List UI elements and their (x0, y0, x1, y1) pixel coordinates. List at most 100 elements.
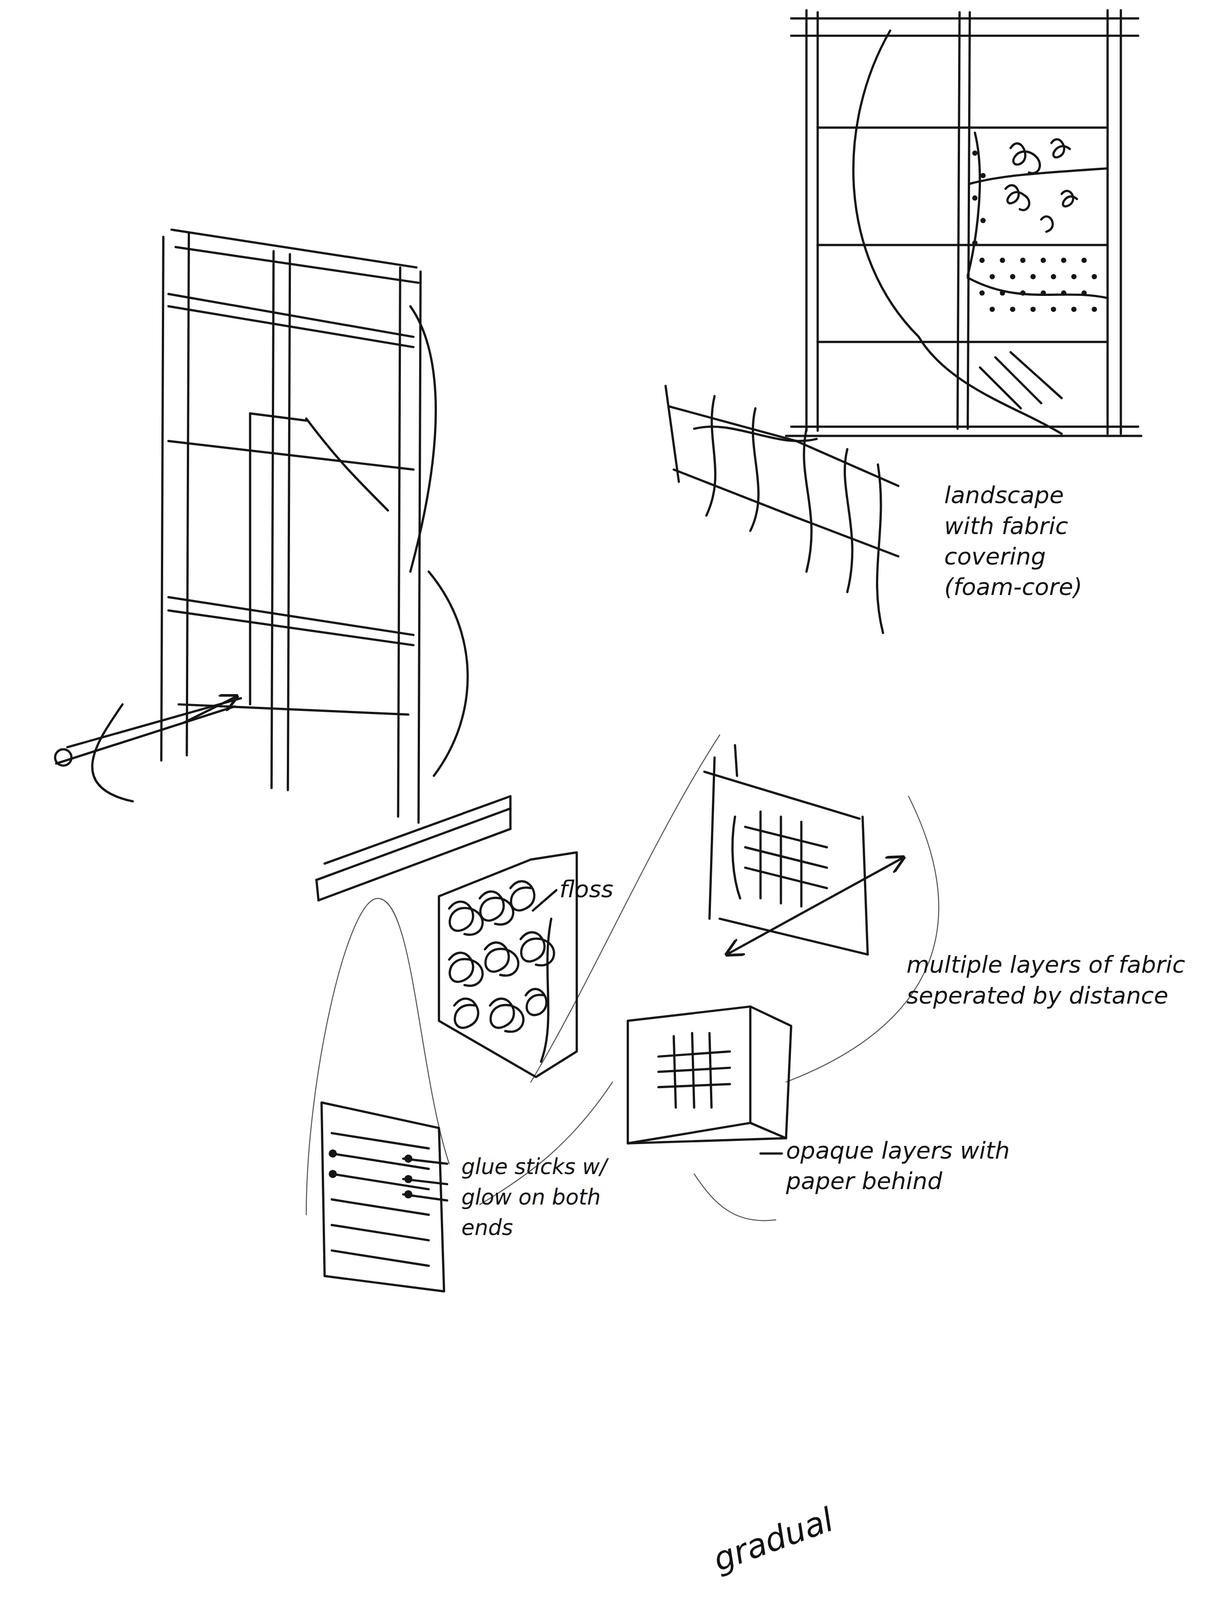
floss-panel (439, 852, 577, 1077)
frame-screen (250, 413, 307, 421)
pattern-dot (1091, 306, 1098, 313)
fabric-sketch (750, 408, 759, 531)
landscape-frame (816, 12, 819, 431)
pattern-dot (979, 257, 985, 264)
pattern-dot (972, 240, 978, 246)
opaque-box (709, 1033, 712, 1108)
frame-screen (168, 610, 414, 645)
frame-screen (418, 271, 421, 823)
landscape-frame (785, 434, 1142, 437)
landscape-frame (980, 367, 1021, 409)
pattern-dot (1010, 274, 1016, 280)
landscape-frame (805, 10, 808, 431)
opaque-box (658, 1051, 730, 1057)
pattern-dot (979, 290, 985, 296)
pattern-dot (1050, 274, 1057, 280)
frame-screen (324, 796, 511, 864)
glow-dot (404, 1154, 413, 1163)
fabric-sketch (668, 406, 899, 486)
pattern-dot (972, 150, 978, 156)
landscape-frame (995, 357, 1042, 404)
glow-dot (328, 1149, 337, 1158)
floss-panel (510, 881, 535, 911)
frame-screen (316, 880, 319, 901)
frame-screen (509, 796, 512, 830)
opaque-box (627, 1006, 750, 1144)
frame-screen (55, 229, 511, 900)
frame-screen (67, 698, 241, 748)
pattern-dot (1040, 290, 1046, 296)
floss-panel (454, 998, 479, 1028)
glow-dot (328, 1170, 337, 1179)
pattern-dot (1010, 306, 1016, 313)
landscape-frame (1119, 10, 1122, 434)
floss-panel (449, 901, 483, 935)
frame-screen (249, 413, 252, 705)
opaque-box (750, 1122, 787, 1139)
frame-screen (316, 808, 511, 880)
pattern-dot (1050, 306, 1057, 313)
layered-panel (862, 816, 868, 955)
pattern-dot (972, 195, 978, 201)
fabric-sketch (706, 395, 716, 516)
layered-panel (745, 826, 827, 848)
opaque-box (692, 1033, 695, 1108)
frame-screen (56, 706, 235, 764)
floss-panel (532, 890, 557, 911)
annotation-note: landscape with fabric covering (foam-cor… (944, 480, 1098, 603)
glow-dot (404, 1175, 413, 1184)
pattern-dot (1081, 290, 1087, 296)
opaque-box (760, 1152, 782, 1155)
landscape-frame (817, 340, 1108, 344)
pattern-dot (1030, 306, 1036, 313)
annotation-note: floss (559, 873, 642, 905)
landscape-frame (817, 126, 1108, 129)
pattern-dot (1071, 274, 1077, 280)
glue-stick-panel (321, 1102, 447, 1291)
frame-screen (175, 246, 419, 283)
frame-screen (171, 229, 417, 268)
glue-stick-panel (331, 1199, 429, 1215)
floss-panel (540, 918, 551, 1062)
gradual-curve (694, 1174, 776, 1221)
annotation-note: gradual (709, 1487, 884, 1576)
pattern-dot (989, 306, 995, 313)
annotation-note: opaque layers with paper behind (785, 1135, 1031, 1197)
glue-stick-panel (331, 1174, 429, 1190)
glue-stick-panel (331, 1133, 429, 1149)
fabric-sketch (845, 449, 853, 592)
landscape-frame (790, 34, 1139, 37)
opaque-box (627, 1006, 791, 1154)
floss-panel (490, 998, 524, 1032)
frame-screen (168, 294, 414, 337)
glow-dot (404, 1190, 413, 1199)
pattern-dot (1071, 306, 1077, 313)
pattern-dot (989, 274, 995, 280)
pattern-dot (1040, 257, 1046, 264)
landscape-frame (853, 30, 1062, 434)
glue-stick-panel (331, 1225, 429, 1241)
pattern-dot (1060, 257, 1067, 264)
fabric-sketch (665, 385, 679, 482)
gradual-curve (306, 898, 450, 1215)
pattern-dot (980, 217, 986, 224)
layered-panel (735, 745, 737, 776)
pattern-dot (1030, 274, 1036, 280)
opaque-box (627, 1006, 791, 1144)
layered-panel (709, 757, 715, 919)
glue-stick-panel (331, 1153, 429, 1170)
frame-screen (410, 306, 436, 572)
landscape-frame (1061, 190, 1078, 207)
landscape-frame (967, 12, 970, 429)
annotation-note: glue sticks w/ glow on both ends (461, 1151, 615, 1244)
layered-panel (726, 857, 904, 955)
frame-screen (161, 236, 164, 761)
gradual-curve (530, 735, 720, 1083)
floss-panel (449, 952, 483, 986)
layered-panel (704, 771, 860, 819)
frame-screen (168, 306, 414, 348)
landscape-frame (1010, 352, 1062, 399)
